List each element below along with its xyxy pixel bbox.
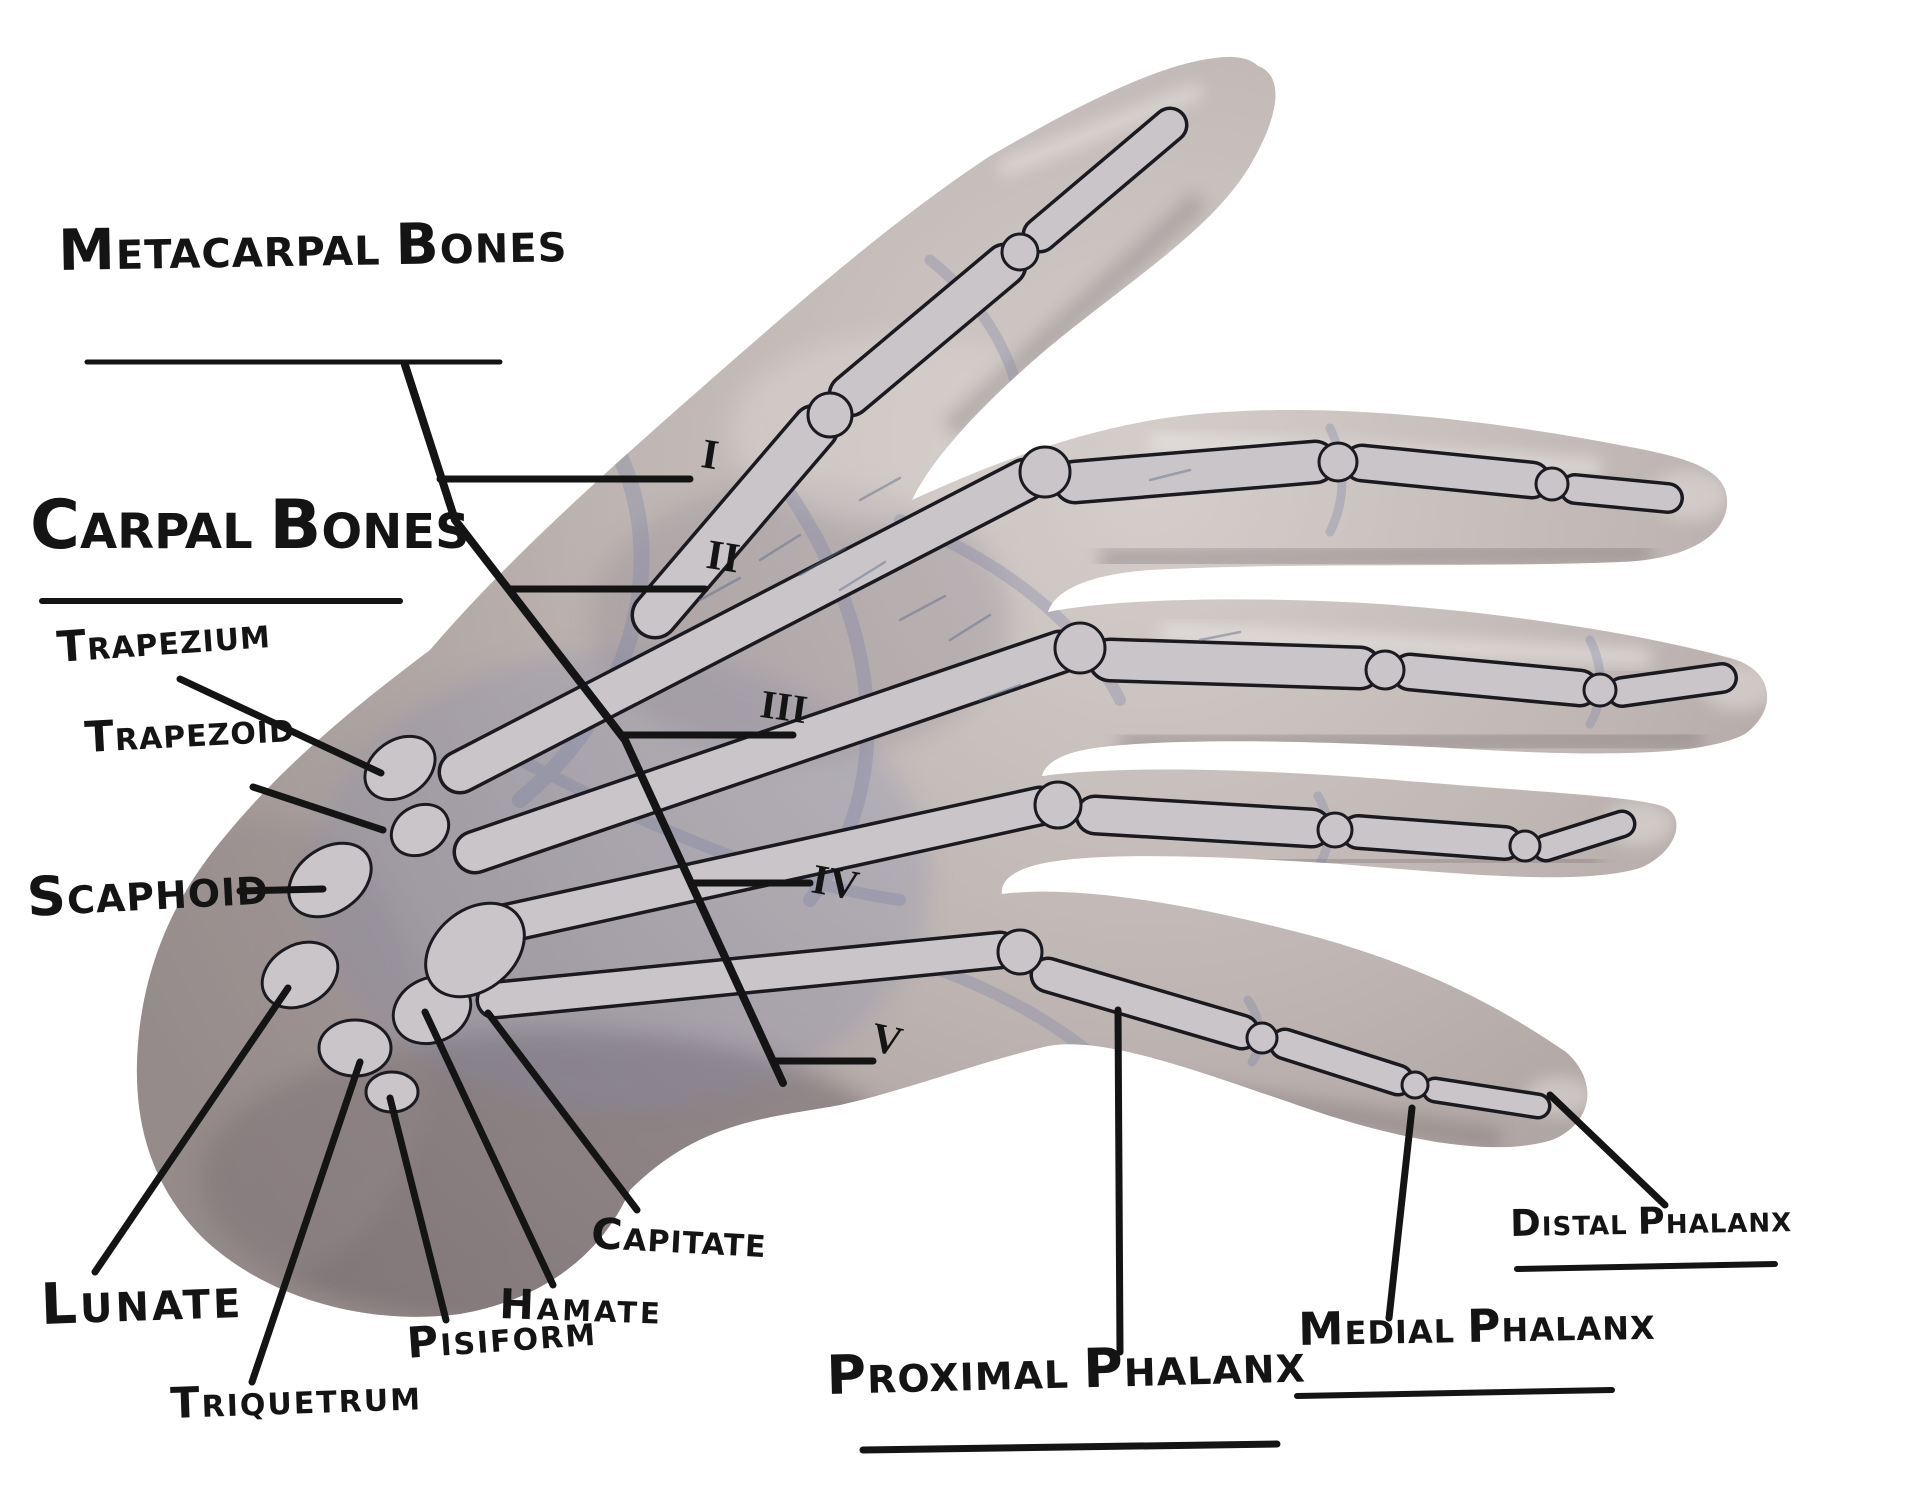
label-distal-phalanx: DISTAL PHALANX <box>1509 1199 1793 1245</box>
leader-trapezium <box>176 675 385 777</box>
leader-capitate <box>484 1009 641 1214</box>
leader-metacarpal-main <box>401 361 787 1087</box>
underline-medial-phalanx <box>1294 1387 1615 1399</box>
leader-lines <box>91 361 1669 1386</box>
lunate-bone <box>260 940 340 1010</box>
numeral-metacarpal-ii: II <box>703 532 742 583</box>
trapezoid-bone <box>389 802 451 858</box>
numeral-metacarpal-iii: III <box>758 681 811 732</box>
numeral-metacarpal-iv: IV <box>808 856 862 909</box>
label-hamate: HAMATE <box>498 1280 664 1331</box>
scaphoid-bone <box>287 841 373 919</box>
metacarpal-numerals: I II III IV V <box>698 431 906 1066</box>
underline-distal-phalanx <box>1514 1261 1778 1272</box>
bone-fills <box>441 110 1735 1116</box>
underlines <box>39 359 1778 1454</box>
label-capitate: CAPITATE <box>589 1209 768 1266</box>
leader-pisiform <box>386 1094 450 1324</box>
bone-hatching <box>698 468 1242 702</box>
leader-trapezoid <box>249 783 387 834</box>
leader-scaphoid <box>236 885 327 895</box>
label-lunate: LUNATE <box>39 1270 245 1338</box>
leader-medial-phalanx <box>1385 1104 1416 1322</box>
underline-proximal-phalanx <box>859 1440 1281 1454</box>
numeral-metacarpal-i: I <box>698 431 721 479</box>
leader-hamate <box>421 1008 557 1289</box>
label-medial-phalanx: MEDIAL PHALANX <box>1297 1299 1656 1356</box>
trapezium-bone <box>363 734 437 802</box>
leader-distal-phalanx <box>1546 1091 1669 1209</box>
capitate-bone <box>424 901 526 999</box>
label-metacarpal-bones: METACARPAL BONES <box>57 211 568 284</box>
leader-triquetrum <box>248 1058 364 1386</box>
joint-and-carpal-shapes <box>260 232 1618 1114</box>
bone-layer <box>260 106 1738 1120</box>
label-carpal-bones: CARPAL BONES <box>30 486 470 565</box>
leader-proximal-phalanx <box>1114 1006 1124 1356</box>
leader-lunate <box>91 984 292 1276</box>
